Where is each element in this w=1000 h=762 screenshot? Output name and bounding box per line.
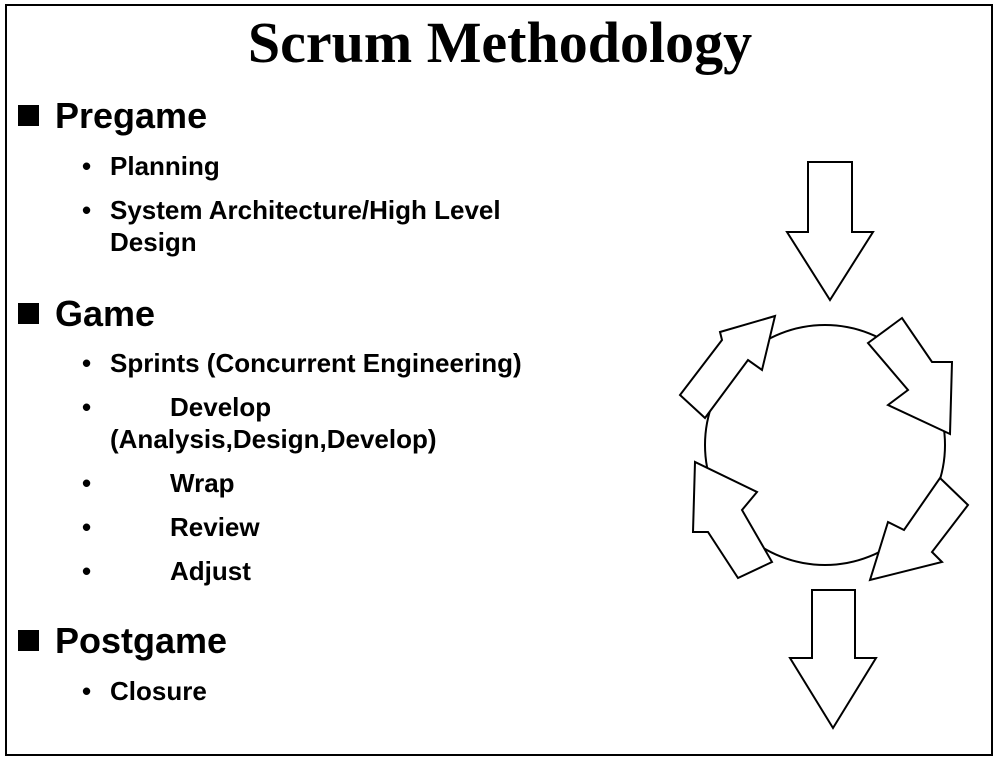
bullet-text: Planning [110,151,220,181]
bullet-text: Develop [170,392,272,422]
bullet-text-continuation: (Analysis,Design,Develop) [110,424,437,454]
bullet-text: Sprints (Concurrent Engineering) [110,348,522,378]
bullet-text: Closure [110,676,207,706]
arrow-out-icon [788,589,878,730]
section-postgame-label: Postgame [55,620,228,661]
bullet-dot-icon: • [82,512,92,542]
section-game: Game [18,294,155,334]
cycle-circle-icon [704,324,946,566]
bullet-text: Wrap [170,468,235,498]
bullet-text: Adjust [170,556,251,586]
bullet-dot-icon: • [82,392,92,422]
square-bullet-icon [18,104,39,126]
cycle-arrow-icon [691,460,774,580]
section-pregame: Pregame [18,96,207,136]
cycle-arrow-icon [678,314,777,420]
bullet-dot-icon: • [82,195,92,225]
slide-title: Scrum Methodology [247,10,753,75]
square-bullet-icon [18,302,39,324]
bullet-text: System Architecture/High Level [110,195,501,225]
bullet-dot-icon: • [82,151,92,181]
bullet-text-continuation: Design [110,227,197,257]
bullet-dot-icon: • [82,676,92,706]
bullet-dot-icon: • [82,556,92,586]
section-game-label: Game [55,293,156,334]
cycle-arrow-icon [866,316,954,436]
bullet-dot-icon: • [82,468,92,498]
bullet-dot-icon: • [82,348,92,378]
square-bullet-icon [18,629,39,651]
section-pregame-label: Pregame [55,95,208,136]
cycle-arrow-icon [868,476,970,582]
bullet-text: Review [170,512,260,542]
arrow-in-icon [785,161,875,302]
section-postgame: Postgame [18,621,227,661]
